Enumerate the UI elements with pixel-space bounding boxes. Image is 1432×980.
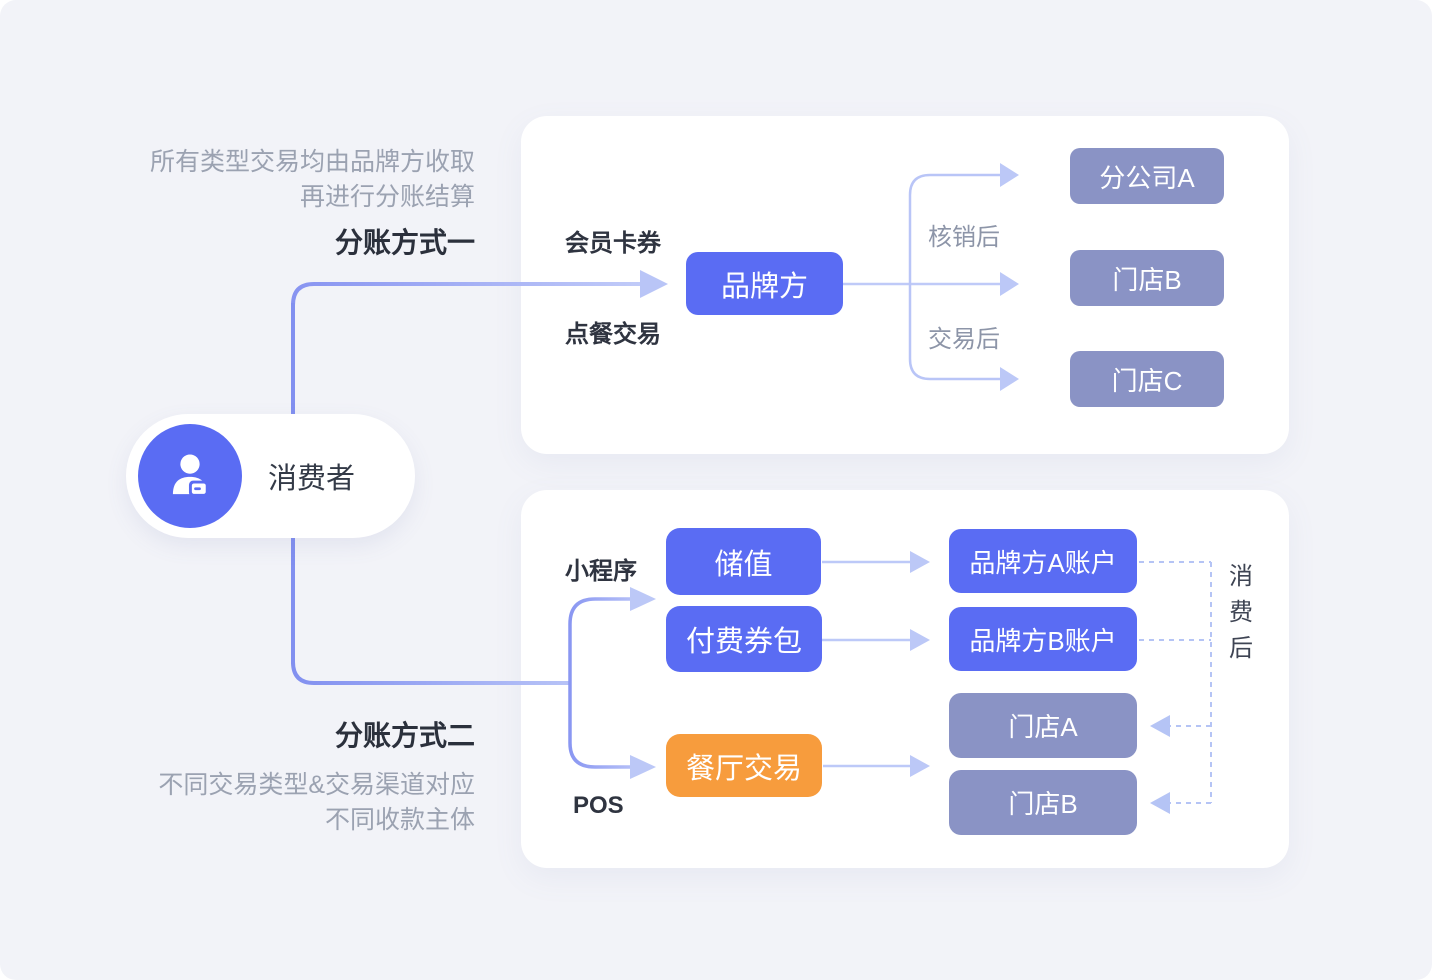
method2-channel-miniprogram: 小程序: [565, 558, 637, 585]
arrowhead-branch-a: [1000, 163, 1019, 187]
store-a-node: 门店A: [949, 693, 1137, 758]
flow-consumer-to-method2: [291, 661, 570, 685]
person-badge-icon: [172, 454, 209, 497]
consumer-avatar: [138, 424, 242, 528]
method1-description-line2: 再进行分账结算: [299, 183, 475, 211]
arrowhead-account-a: [910, 551, 930, 573]
label-after-verification: 核销后: [928, 224, 1000, 251]
label-after-consumption: 消费后: [1229, 563, 1253, 662]
method1-description-line1: 所有类型交易均由品牌方收取: [149, 148, 475, 176]
brand-account-b-node: 品牌方B账户: [949, 607, 1137, 671]
consumer-label: 消费者: [268, 463, 356, 495]
method2-description: 不同交易类型&交易渠道对应 不同收款主体: [115, 768, 475, 838]
method2-description-line1: 不同交易类型&交易渠道对应: [158, 771, 475, 799]
flow-consumer-to-brand: [291, 282, 642, 306]
arrowhead-miniprogram: [630, 587, 656, 611]
arrowhead-account-b: [910, 629, 930, 651]
arrowhead-stores: [910, 755, 930, 777]
store-b-node-method2: 门店B: [949, 770, 1137, 835]
flow-split-miniprogram: [568, 597, 632, 683]
method1-channel-member-coupon: 会员卡券: [565, 230, 661, 257]
branch-company-a-node: 分公司A: [1070, 148, 1224, 204]
arrowhead-brand: [640, 270, 668, 298]
stored-value-node: 储值: [666, 528, 821, 595]
brand-node: 品牌方: [686, 252, 843, 315]
brand-account-a-node: 品牌方A账户: [949, 529, 1137, 593]
arrowhead-store-b: [1000, 272, 1019, 296]
arrowhead-dash-store-b: [1150, 792, 1170, 814]
store-c-node: 门店C: [1070, 351, 1224, 407]
method1-description: 所有类型交易均由品牌方收取 再进行分账结算: [115, 145, 475, 215]
flow-brand-split: [908, 173, 1002, 381]
flow-split-pos: [568, 683, 632, 769]
arrowhead-pos: [630, 755, 656, 779]
method1-channel-ordering: 点餐交易: [565, 321, 661, 348]
method1-title: 分账方式一: [334, 227, 475, 258]
restaurant-transaction-node: 餐厅交易: [666, 734, 822, 797]
arrowhead-dash-store-a: [1150, 715, 1170, 737]
paid-coupon-node: 付费券包: [666, 606, 822, 672]
method2-channel-pos: POS: [573, 792, 624, 819]
method2-description-line2: 不同收款主体: [324, 806, 475, 834]
label-after-transaction: 交易后: [928, 326, 1000, 353]
store-b-node-method1: 门店B: [1070, 250, 1224, 306]
consumer-node: 消费者: [126, 414, 415, 538]
arrowhead-store-c: [1000, 367, 1019, 391]
method2-title: 分账方式二: [334, 720, 475, 751]
